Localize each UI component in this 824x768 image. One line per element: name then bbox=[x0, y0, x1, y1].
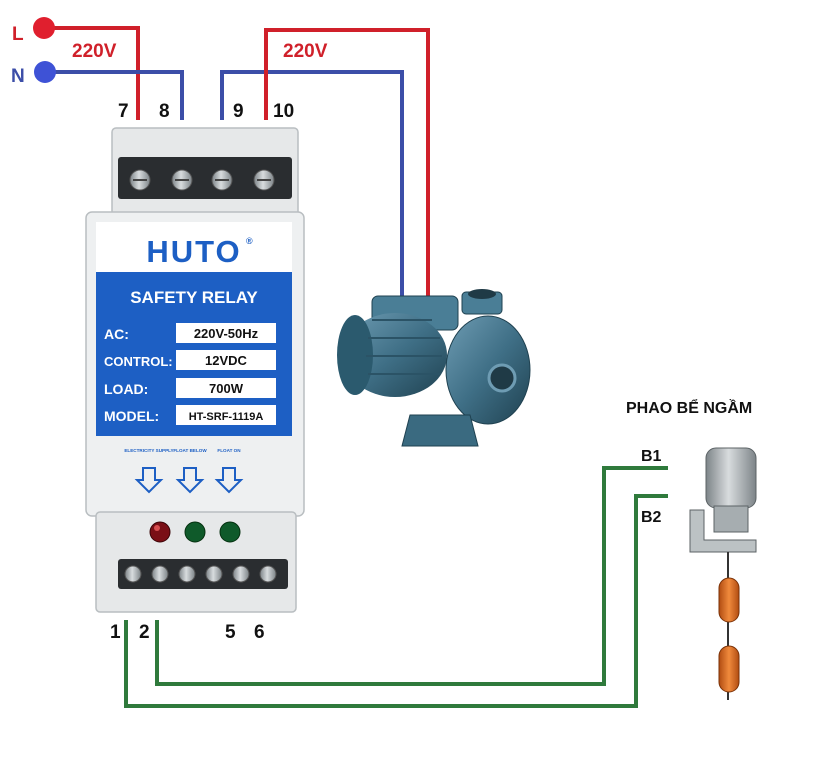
spec-value-load: 700W bbox=[209, 381, 244, 396]
indicator-label-supply: ELECTRICITY SUPPLY bbox=[124, 448, 173, 453]
float-upper bbox=[718, 577, 740, 623]
wire-2-to-b1 bbox=[155, 466, 668, 686]
float-b2-label: B2 bbox=[641, 509, 662, 526]
arrow-down-icon bbox=[214, 467, 244, 494]
supply-wiring: L N 220V 220V bbox=[11, 17, 430, 300]
float-lower bbox=[718, 645, 740, 693]
line-terminal-dot bbox=[33, 17, 55, 39]
spec-value-box-ac bbox=[176, 323, 276, 343]
indicator-label-float-below: FLOAT BELOW bbox=[173, 448, 207, 453]
led-green-2 bbox=[219, 521, 241, 543]
pump-inlet bbox=[487, 363, 517, 393]
screw-3 bbox=[178, 565, 196, 583]
voltage-label-left: 220V bbox=[72, 41, 117, 62]
terminal-8-label: 8 bbox=[159, 101, 170, 122]
terminal-9-label: 9 bbox=[233, 101, 244, 122]
terminal-1-label: 1 bbox=[110, 622, 121, 643]
relay-indicator-labels: ELECTRICITY SUPPLY FLOAT BELOW FLOAT ON bbox=[124, 448, 241, 453]
terminal-10-label: 10 bbox=[273, 101, 294, 122]
relay-title: SAFETY RELAY bbox=[130, 288, 258, 307]
pump-fins bbox=[366, 319, 442, 375]
spec-value-control: 12VDC bbox=[205, 353, 248, 368]
pump-volute bbox=[445, 315, 531, 425]
wire-line-to-7 bbox=[44, 26, 140, 120]
spec-value-box-model bbox=[176, 405, 276, 425]
control-wiring bbox=[124, 466, 668, 708]
safety-relay-device: HUTO ® SAFETY RELAY AC: 220V-50Hz CONTRO… bbox=[85, 127, 305, 613]
spec-value-box-load bbox=[176, 378, 276, 398]
neutral-terminal-dot bbox=[34, 61, 56, 83]
terminal-5-label: 5 bbox=[225, 622, 236, 643]
led-red bbox=[149, 521, 171, 543]
relay-brand-mark: ® bbox=[246, 236, 253, 246]
float-switch-bracket bbox=[689, 509, 757, 553]
float-b1-label: B1 bbox=[641, 448, 662, 465]
screw-2 bbox=[151, 565, 169, 583]
spec-key-ac: AC: bbox=[104, 326, 129, 342]
relay-top-terminal-block bbox=[118, 157, 292, 199]
wire-neutral-to-8 bbox=[52, 70, 184, 120]
spec-value-ac: 220V-50Hz bbox=[194, 326, 259, 341]
screw-1 bbox=[124, 565, 142, 583]
float-switch-cap bbox=[705, 447, 757, 509]
relay-top-screws bbox=[129, 169, 275, 191]
terminal-numbers: 7 8 9 10 1 2 5 6 bbox=[110, 101, 294, 643]
wire-1-to-b2 bbox=[124, 494, 668, 708]
screw-6 bbox=[259, 565, 277, 583]
indicator-label-float-on: FLOAT ON bbox=[217, 448, 241, 453]
float-switch: PHAO BỂ NGẦM B1 B2 bbox=[626, 398, 757, 700]
terminal-2-label: 2 bbox=[139, 622, 150, 643]
arrow-down-icon bbox=[175, 467, 205, 494]
pump-motor-end bbox=[337, 315, 373, 395]
neutral-label: N bbox=[11, 66, 25, 87]
float-switch-body bbox=[713, 505, 749, 533]
wire-9-to-pump bbox=[220, 70, 404, 300]
screw-5 bbox=[232, 565, 250, 583]
relay-spec-table: AC: 220V-50Hz CONTROL: 12VDC LOAD: 700W … bbox=[104, 323, 276, 425]
relay-brand-panel bbox=[96, 222, 292, 272]
water-pump bbox=[337, 289, 531, 447]
spec-key-load: LOAD: bbox=[104, 381, 148, 397]
spec-key-model: MODEL: bbox=[104, 408, 159, 424]
relay-bottom-screws bbox=[124, 565, 277, 583]
terminal-7-label: 7 bbox=[118, 101, 129, 122]
arrow-down-icon bbox=[134, 467, 164, 494]
voltage-label-right: 220V bbox=[283, 41, 328, 62]
relay-arrows bbox=[134, 467, 244, 494]
float-switch-title: PHAO BỂ NGẦM bbox=[626, 398, 752, 417]
relay-brand-logo: HUTO bbox=[146, 234, 241, 269]
screw-4 bbox=[205, 565, 223, 583]
pump-base bbox=[401, 414, 479, 447]
wire-10-to-pump bbox=[264, 28, 430, 300]
terminal-6-label: 6 bbox=[254, 622, 265, 643]
led-green-1 bbox=[184, 521, 206, 543]
line-label: L bbox=[12, 24, 24, 45]
spec-key-control: CONTROL: bbox=[104, 354, 173, 369]
spec-value-box-control bbox=[176, 350, 276, 370]
spec-value-model: HT-SRF-1119A bbox=[189, 411, 264, 423]
